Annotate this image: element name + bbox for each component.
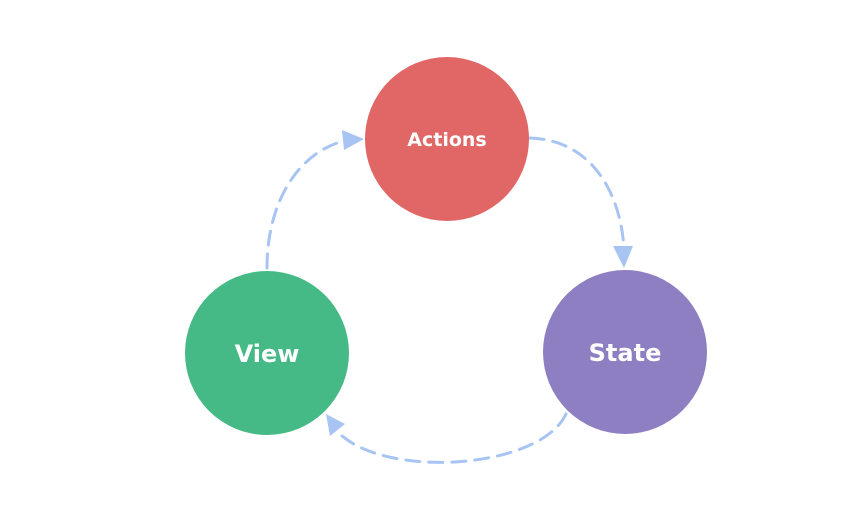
- node-actions: Actions: [365, 57, 529, 221]
- node-state: State: [543, 270, 707, 434]
- arrow-actions-to-state: [528, 136, 626, 250]
- node-view: View: [185, 271, 349, 435]
- view-label: View: [235, 340, 300, 368]
- arrow-view-to-actions: [265, 138, 350, 270]
- state-label: State: [589, 339, 662, 367]
- arrowhead-into-state: [613, 246, 633, 268]
- arrowhead-into-view: [326, 414, 345, 436]
- state-circle: [543, 270, 707, 434]
- arrow-state-to-view: [334, 412, 568, 464]
- arrowhead-into-actions: [342, 130, 364, 150]
- actions-label: Actions: [407, 129, 486, 151]
- view-circle: [185, 271, 349, 435]
- actions-circle: [365, 57, 529, 221]
